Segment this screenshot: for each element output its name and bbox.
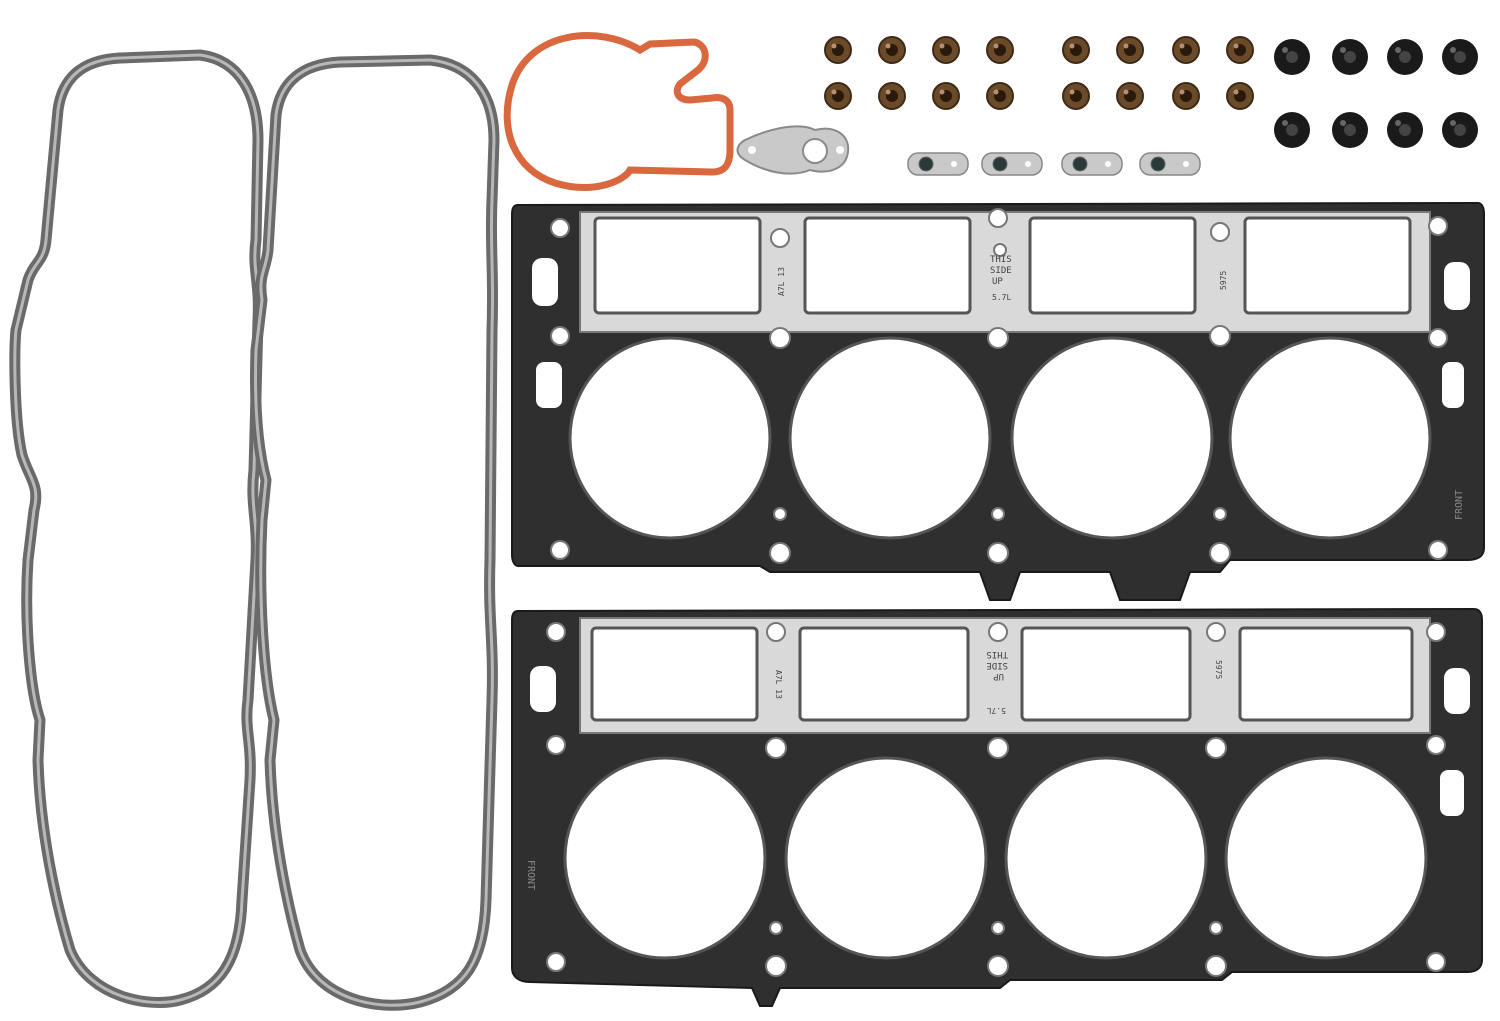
head-gasket-lower: THIS SIDE UP 5.7L A7L 13 5975 FRONT <box>511 607 1483 1007</box>
lower-cylinder-bore-3 <box>1004 756 1208 960</box>
brown-valve-stem-seal <box>1062 36 1090 64</box>
upper-port-1 <box>593 216 762 315</box>
lower-stamp-line3: UP <box>993 671 1004 681</box>
lower-stamp-line1: THIS <box>986 649 1008 659</box>
upper-cylinder-bore-2 <box>788 336 992 540</box>
upper-stamp-displacement: 5.7L <box>992 293 1011 302</box>
brown-valve-stem-seal <box>824 82 852 110</box>
black-valve-stem-seals <box>1274 39 1478 148</box>
lower-stamp-front: FRONT <box>525 860 536 890</box>
small-tab-gasket <box>981 152 1043 176</box>
upper-port-2 <box>803 216 972 315</box>
brown-valve-stem-seal <box>1226 36 1254 64</box>
upper-stamp-line2: SIDE <box>990 266 1012 276</box>
upper-port-4 <box>1243 216 1412 315</box>
brown-valve-stem-seal <box>1172 82 1200 110</box>
brown-valve-stem-seals <box>824 36 1254 110</box>
black-valve-stem-seal <box>1387 112 1423 148</box>
brown-valve-stem-seal <box>878 36 906 64</box>
brown-valve-stem-seal <box>1172 36 1200 64</box>
lower-port-2 <box>798 626 970 722</box>
brown-valve-stem-seal <box>1062 82 1090 110</box>
lower-stamp-code-left: A7L 13 <box>774 670 783 699</box>
upper-cylinder-bore-1 <box>568 336 772 540</box>
lower-port-4 <box>1238 626 1414 722</box>
oval-gasket <box>736 125 850 175</box>
upper-stamp-code-right: 5975 <box>1219 271 1228 290</box>
black-valve-stem-seal <box>1387 39 1423 75</box>
brown-valve-stem-seal <box>1116 82 1144 110</box>
black-valve-stem-seal <box>1274 112 1310 148</box>
brown-valve-stem-seal <box>1226 82 1254 110</box>
black-valve-stem-seal <box>1442 39 1478 75</box>
brown-valve-stem-seal <box>932 36 960 64</box>
lower-stamp-code-right: 5975 <box>1214 660 1223 679</box>
brown-valve-stem-seal <box>986 82 1014 110</box>
brown-valve-stem-seal <box>824 36 852 64</box>
brown-valve-stem-seal <box>986 36 1014 64</box>
black-valve-stem-seal <box>1332 112 1368 148</box>
brown-valve-stem-seal <box>878 82 906 110</box>
brown-valve-stem-seal <box>1116 36 1144 64</box>
lower-stamp-displacement: 5.7L <box>987 706 1006 715</box>
lower-cylinder-bore-2 <box>784 756 988 960</box>
small-tab-gaskets <box>907 152 1201 176</box>
small-tab-gasket <box>1139 152 1201 176</box>
upper-cylinder-bore-3 <box>1010 336 1214 540</box>
lower-port-1 <box>590 626 759 722</box>
upper-stamp-code-left: A7L 13 <box>777 267 786 296</box>
black-valve-stem-seal <box>1332 39 1368 75</box>
upper-cylinder-bore-4 <box>1228 336 1432 540</box>
head-gasket-upper: THIS SIDE UP 5.7L A7L 13 5975 FRONT <box>511 201 1485 601</box>
black-valve-stem-seal <box>1274 39 1310 75</box>
lower-cylinder-bore-1 <box>563 756 767 960</box>
upper-stamp-line1: THIS <box>990 255 1012 265</box>
upper-port-3 <box>1028 216 1197 315</box>
upper-stamp-front: FRONT <box>1454 490 1465 520</box>
small-tab-gasket <box>907 152 969 176</box>
small-tab-gasket <box>1061 152 1123 176</box>
brown-valve-stem-seal <box>932 82 960 110</box>
valve-cover-seal-right <box>249 54 500 1011</box>
black-valve-stem-seal <box>1442 112 1478 148</box>
lower-stamp-line2: SIDE <box>986 660 1008 670</box>
orange-throttle-body-seal <box>503 32 734 191</box>
upper-stamp-line3: UP <box>992 277 1003 287</box>
lower-port-3 <box>1020 626 1192 722</box>
lower-cylinder-bore-4 <box>1224 756 1428 960</box>
